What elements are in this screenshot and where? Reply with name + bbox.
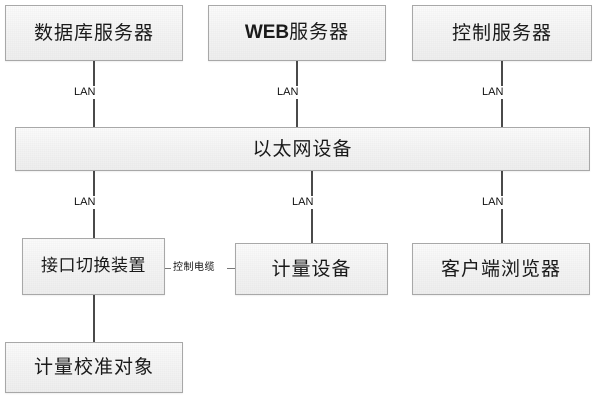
edge-label-lan-control: LAN bbox=[480, 86, 506, 99]
node-interface-switch-label: 接口切换装置 bbox=[41, 256, 146, 277]
node-client-browser-label: 客户端浏览器 bbox=[440, 257, 561, 280]
node-web-server-label: WEB服务器 bbox=[245, 22, 349, 44]
node-metering-device-label: 计量设备 bbox=[271, 257, 352, 280]
node-web-server-label-suffix: 服务器 bbox=[289, 21, 350, 44]
connector-control-cable-left-segment bbox=[165, 268, 173, 269]
node-control-server[interactable]: 控制服务器 bbox=[412, 5, 592, 61]
node-web-server-label-prefix: WEB bbox=[244, 22, 290, 44]
node-control-server-label: 控制服务器 bbox=[451, 21, 552, 44]
node-interface-switch[interactable]: 接口切换装置 bbox=[22, 238, 165, 295]
node-database-server-label: 数据库服务器 bbox=[33, 21, 154, 44]
node-web-server[interactable]: WEB服务器 bbox=[208, 5, 386, 61]
edge-label-lan-client-browser: LAN bbox=[480, 196, 506, 209]
edge-label-lan-database: LAN bbox=[72, 86, 98, 99]
node-ethernet-device-label: 以太网设备 bbox=[252, 137, 353, 160]
edge-label-lan-metering-device: LAN bbox=[290, 196, 316, 209]
connector-control-cable-right-segment bbox=[227, 268, 236, 269]
connector-interface-switch-to-calibration-object bbox=[93, 294, 95, 343]
edge-label-control-cable: 控制电缆 bbox=[171, 261, 217, 274]
node-ethernet-device[interactable]: 以太网设备 bbox=[15, 127, 590, 171]
node-client-browser[interactable]: 客户端浏览器 bbox=[412, 243, 590, 295]
node-calibration-object[interactable]: 计量校准对象 bbox=[5, 342, 183, 393]
node-database-server[interactable]: 数据库服务器 bbox=[5, 5, 183, 61]
node-metering-device[interactable]: 计量设备 bbox=[235, 243, 388, 295]
edge-label-lan-interface-switch: LAN bbox=[72, 196, 98, 209]
node-calibration-object-label: 计量校准对象 bbox=[33, 356, 154, 379]
edge-label-lan-web: LAN bbox=[275, 86, 301, 99]
